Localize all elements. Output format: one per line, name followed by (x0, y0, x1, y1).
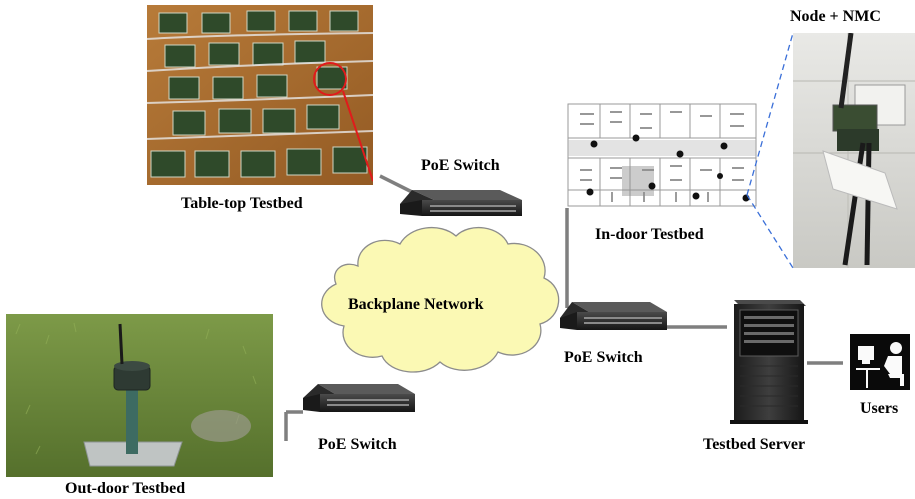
node-nmc-photo (793, 33, 915, 268)
outdoor-testbed-label: Out-door Testbed (65, 480, 186, 497)
poe-switch-top-label: PoE Switch (421, 157, 500, 174)
table-top-testbed-label: Table-top Testbed (181, 195, 303, 212)
users-label: Users (860, 400, 899, 417)
backplane-network-label: Backplane Network (348, 296, 484, 313)
poe-switch-mid-label: PoE Switch (564, 349, 643, 366)
poe-switch-icon (400, 190, 522, 216)
poe-switch-icon (303, 384, 415, 412)
outdoor-testbed-photo (6, 314, 273, 477)
server-tower-icon (730, 300, 808, 424)
zoom-line-upper (746, 32, 794, 196)
node-nmc-label: Node + NMC (790, 8, 881, 25)
cloud-icon (321, 226, 560, 373)
table-top-testbed-photo (147, 5, 373, 185)
testbed-server-label: Testbed Server (703, 436, 806, 453)
indoor-floorplan-map (560, 100, 760, 212)
poe-switch-bottom-label: PoE Switch (318, 436, 397, 453)
poe-switch-icon (560, 302, 667, 330)
indoor-testbed-label: In-door Testbed (595, 226, 704, 243)
user-workstation-icon (850, 334, 910, 390)
zoom-line-lower (746, 194, 794, 269)
link-tabletop-switch (379, 174, 413, 194)
